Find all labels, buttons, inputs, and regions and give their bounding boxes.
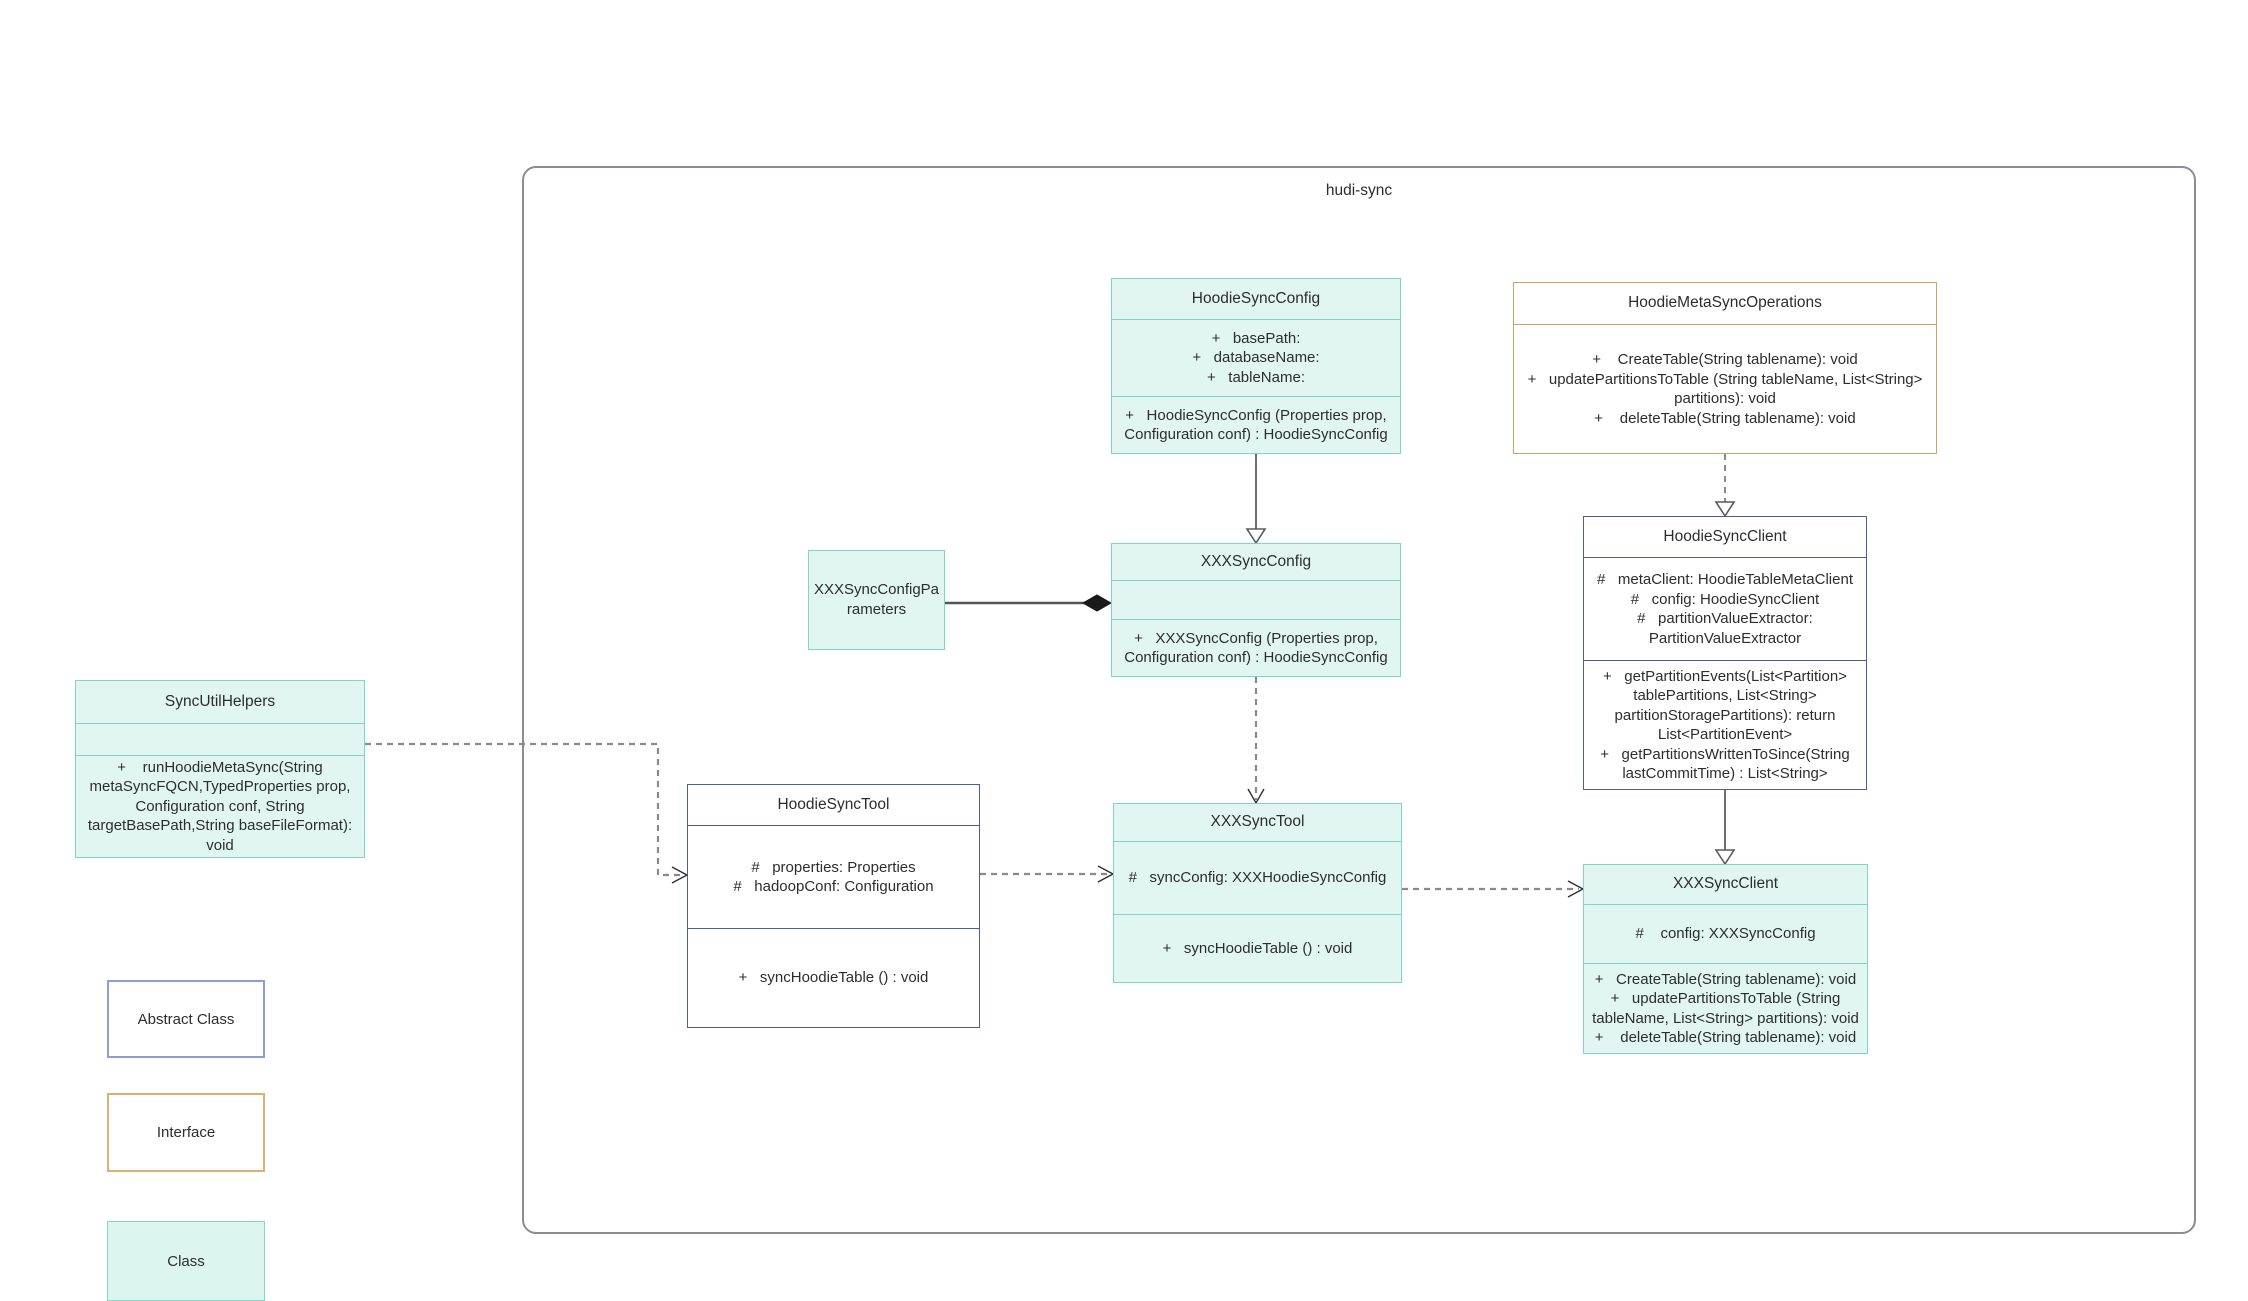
class-title: HoodieMetaSyncOperations (1628, 294, 1822, 312)
hudi-sync-container: hudi-sync (522, 166, 2196, 1234)
methods-section: + CreateTable(String tablename): void + … (1514, 324, 1936, 453)
composition-xxxsyncconfigparameters-to-xxxsyncconfig (945, 594, 1113, 612)
attributes-section: # syncConfig: XXXHoodieSyncConfig (1114, 841, 1401, 914)
methods-section: + runHoodieMetaSync(String metaSyncFQCN,… (76, 754, 364, 858)
realization-hoodiemetasyncoperations-to-hoodiesyncclient (1714, 454, 1736, 518)
attribute: # config: XXXSyncConfig (1635, 925, 1816, 943)
methods-section: + syncHoodieTable () : void (1114, 914, 1401, 982)
class-title: SyncUtilHelpers (164, 692, 276, 710)
attribute: # properties: Properties (751, 858, 916, 876)
method: + syncHoodieTable () : void (1162, 939, 1353, 957)
method: + getPartitionsWrittenToSince(String las… (1600, 745, 1854, 783)
method: + XXXSyncConfig (Properties prop, Config… (1124, 629, 1388, 667)
class-title: HoodieSyncConfig (1191, 289, 1321, 307)
legend-interface: Interface (107, 1093, 265, 1172)
class-title: HoodieSyncClient (1663, 527, 1787, 545)
method: + updatePartitionsToTable (String tableN… (1592, 990, 1859, 1027)
attributes-section: # metaClient: HoodieTableMetaClient # co… (1584, 557, 1866, 660)
legend-label: Class (167, 1252, 205, 1270)
class-node-hoodiesyncconfig[interactable]: HoodieSyncConfig + basePath: + databaseN… (1111, 278, 1401, 454)
legend-label: Interface (156, 1124, 216, 1141)
generalization-hoodiesyncconfig-to-xxxsyncconfig (1245, 454, 1267, 545)
generalization-hoodiesyncclient-to-xxxsyncclient (1714, 790, 1736, 866)
method: + runHoodieMetaSync(String metaSyncFQCN,… (87, 758, 357, 854)
legend-label: Abstract Class (137, 1010, 235, 1028)
class-node-syncutilhelpers[interactable]: SyncUtilHelpers + runHoodieMetaSync(Stri… (75, 680, 365, 858)
class-title: XXXSyncTool (1210, 813, 1305, 831)
methods-section: + getPartitionEvents(List<Partition> tab… (1584, 660, 1866, 789)
class-node-xxxsyncconfigparameters[interactable]: XXXSyncConfigParameters (808, 550, 945, 650)
method: + HoodieSyncConfig (Properties prop, Con… (1124, 406, 1391, 444)
attribute: # partitionValueExtractor: PartitionValu… (1637, 610, 1817, 647)
attribute: + tableName: (1207, 368, 1305, 386)
attributes-section (1112, 580, 1400, 619)
attribute: + basePath: (1211, 329, 1301, 347)
attribute: + databaseName: (1192, 349, 1320, 367)
class-node-xxxsyncconfig[interactable]: XXXSyncConfig + XXXSyncConfig (Propertie… (1111, 543, 1401, 677)
class-node-xxxsyncclient[interactable]: XXXSyncClient # config: XXXSyncConfig + … (1583, 864, 1868, 1054)
class-node-xxxsynctool[interactable]: XXXSyncTool # syncConfig: XXXHoodieSyncC… (1113, 803, 1402, 983)
method: + CreateTable(String tablename): void (1594, 970, 1857, 988)
attribute: # hadoopConf: Configuration (733, 878, 934, 895)
methods-section: + HoodieSyncConfig (Properties prop, Con… (1112, 396, 1400, 453)
attribute: # metaClient: HoodieTableMetaClient (1597, 571, 1853, 588)
class-title: XXXSyncConfig (1200, 552, 1312, 570)
legend-class: Class (107, 1221, 265, 1301)
attribute: # syncConfig: XXXHoodieSyncConfig (1128, 869, 1387, 887)
legend-abstract-class: Abstract Class (107, 980, 265, 1058)
attributes-section: + basePath: + databaseName: + tableName: (1112, 319, 1400, 396)
attributes-section: # config: XXXSyncConfig (1584, 904, 1867, 963)
methods-section: + syncHoodieTable () : void (688, 928, 979, 1027)
method: + deleteTable(String tablename): void (1594, 1029, 1857, 1046)
method: + getPartitionEvents(List<Partition> tab… (1603, 667, 1852, 744)
container-label: hudi-sync (1325, 182, 1393, 199)
class-title: XXXSyncConfigParameters (813, 580, 940, 618)
interface-node-hoodiemetasyncoperations[interactable]: HoodieMetaSyncOperations + CreateTable(S… (1513, 282, 1937, 454)
method: + CreateTable(String tablename): void (1592, 351, 1858, 368)
attributes-section (76, 723, 364, 755)
methods-section: + CreateTable(String tablename): void + … (1584, 963, 1867, 1053)
method: + syncHoodieTable () : void (738, 969, 929, 987)
attributes-section: # properties: Properties # hadoopConf: C… (688, 825, 979, 928)
class-title: HoodieSyncTool (777, 795, 890, 813)
abstract-class-node-hoodiesyncclient[interactable]: HoodieSyncClient # metaClient: HoodieTab… (1583, 516, 1867, 790)
method: + updatePartitionsToTable (String tableN… (1527, 370, 1927, 408)
method: + deleteTable(String tablename): void (1594, 409, 1856, 427)
attribute: # config: HoodieSyncClient (1630, 590, 1820, 608)
class-title: XXXSyncClient (1672, 875, 1779, 893)
abstract-class-node-hoodiesynctool[interactable]: HoodieSyncTool # properties: Properties … (687, 784, 980, 1028)
methods-section: + XXXSyncConfig (Properties prop, Config… (1112, 619, 1400, 676)
